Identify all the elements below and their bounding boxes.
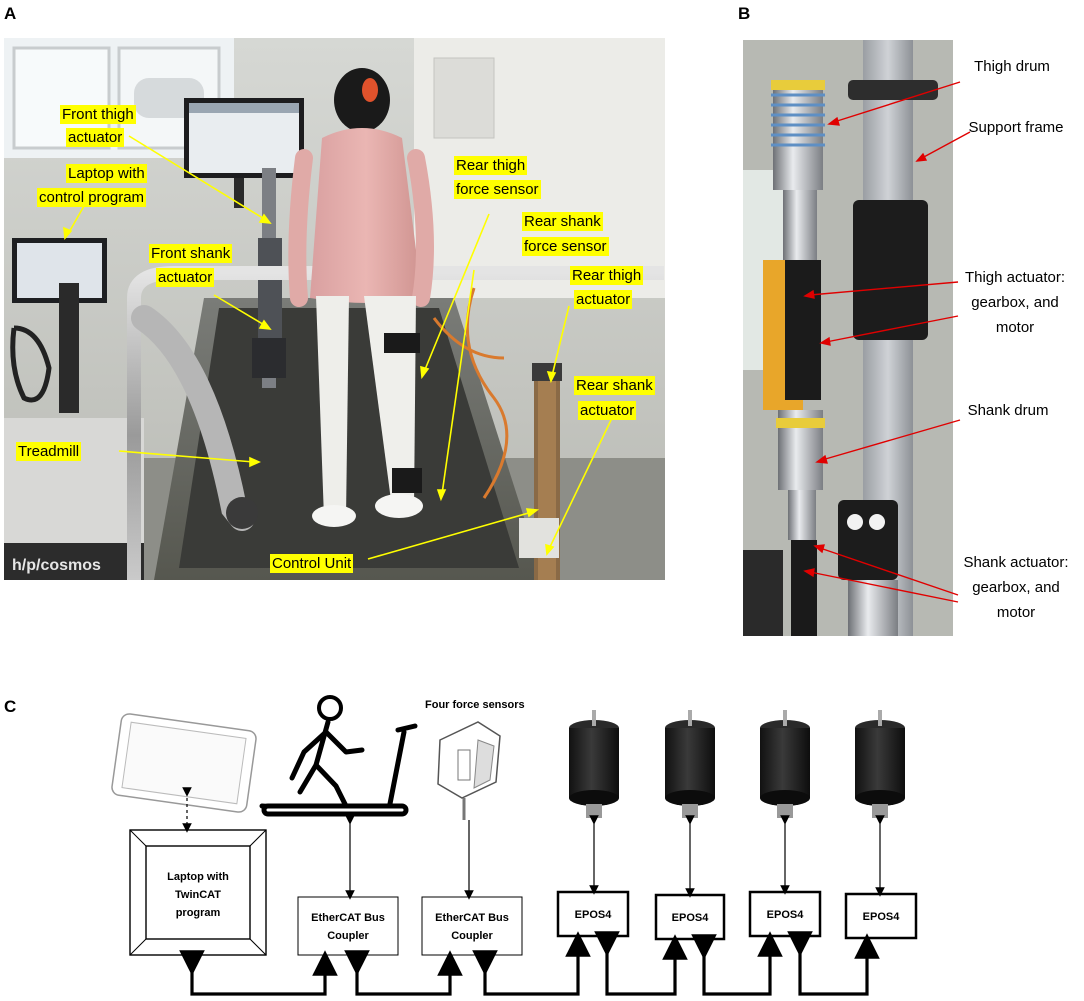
label-front-thigh-1: Front thigh <box>60 105 136 124</box>
laptop-box-line-3: program <box>176 907 221 919</box>
panel-a-arrows <box>63 135 613 560</box>
label-rear-shank-actuator-1: Rear shank <box>574 376 655 395</box>
label-rear-shank-force-1: Rear shank <box>522 212 603 231</box>
epos4-box-3: EPOS4 <box>748 890 822 938</box>
coupler-2-line-2: Coupler <box>451 930 493 942</box>
panel-letter-b: B <box>738 4 751 23</box>
label-shank-drum: Shank drum <box>967 402 1049 419</box>
label-laptop-1: Laptop with <box>66 164 147 183</box>
actuator-closeup-illustration <box>743 40 953 636</box>
panel-a-photo: h/p/cosmos <box>4 38 665 598</box>
label-thigh-actuator-1: Thigh actuator: <box>964 269 1066 286</box>
lab-scene-illustration: h/p/cosmos <box>4 38 665 598</box>
epos4-box-2: EPOS4 <box>654 893 726 941</box>
treadmill-walker-icon <box>259 695 418 817</box>
label-control-unit: Control Unit <box>270 554 354 573</box>
label-shank-actuator-1: Shank actuator: <box>963 554 1069 571</box>
motor-icon-1 <box>569 710 619 818</box>
ethercat-bus <box>179 931 880 996</box>
epos4-label-1: EPOS4 <box>575 909 613 921</box>
force-sensor-icon <box>437 721 501 820</box>
label-front-thigh-2: actuator <box>66 128 125 147</box>
epos4-label-3: EPOS4 <box>767 909 805 921</box>
label-front-shank-2: actuator <box>156 268 215 287</box>
label-rear-thigh-force-2: force sensor <box>454 180 541 199</box>
motor-icon-3 <box>760 710 810 818</box>
ethercat-coupler-2: EtherCAT Bus Coupler <box>421 896 523 956</box>
sensor-title: Four force sensors <box>425 699 525 711</box>
label-shank-actuator-3: motor <box>996 604 1036 621</box>
laptop-box-line-1: Laptop with <box>167 871 229 883</box>
label-thigh-actuator-3: motor <box>995 319 1035 336</box>
label-thigh-actuator-2: gearbox, and <box>971 294 1059 311</box>
epos4-label-4: EPOS4 <box>863 911 901 923</box>
panel-b-photo <box>743 40 953 636</box>
panel-letter-a: A <box>4 4 17 23</box>
panel-c-diagram: Four force sensors <box>111 695 918 996</box>
coupler-1-line-2: Coupler <box>327 930 369 942</box>
coupler-2-line-1: EtherCAT Bus <box>435 912 509 924</box>
label-rear-shank-actuator-2: actuator <box>578 401 637 420</box>
epos4-box-4: EPOS4 <box>844 892 918 940</box>
tablet-icon <box>111 713 257 813</box>
vertical-connectors <box>182 787 885 900</box>
epos4-label-2: EPOS4 <box>672 912 710 924</box>
label-rear-thigh-actuator-2: actuator <box>574 290 633 309</box>
label-rear-shank-force-2: force sensor <box>522 237 609 256</box>
motor-icon-2 <box>665 710 715 818</box>
laptop-box-line-2: TwinCAT <box>175 889 221 901</box>
label-shank-actuator-2: gearbox, and <box>972 579 1060 596</box>
coupler-1-line-1: EtherCAT Bus <box>311 912 385 924</box>
panel-letter-c: C <box>4 697 17 716</box>
label-rear-thigh-actuator-1: Rear thigh <box>570 266 644 285</box>
label-laptop-2: control program <box>37 188 147 207</box>
motor-icon-4 <box>855 710 905 818</box>
label-front-shank-1: Front shank <box>149 244 233 263</box>
label-rear-thigh-force-1: Rear thigh <box>454 156 528 175</box>
panel-b-arrows <box>803 81 971 603</box>
ethercat-coupler-1: EtherCAT Bus Coupler <box>297 896 399 956</box>
label-support-frame: Support frame <box>968 119 1064 136</box>
label-thigh-drum: Thigh drum <box>974 58 1050 75</box>
label-treadmill: Treadmill <box>16 442 82 461</box>
epos4-box-1: EPOS4 <box>556 890 630 938</box>
laptop-box: Laptop with TwinCAT program <box>129 829 267 956</box>
treadmill-brand-label: h/p/cosmos <box>12 557 101 574</box>
